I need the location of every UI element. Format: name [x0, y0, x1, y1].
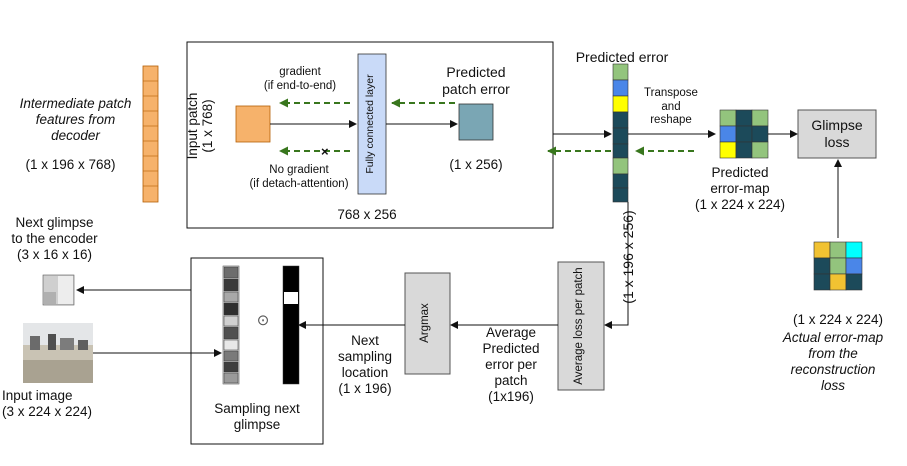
next-glimpse-line-2: to the encoder — [11, 230, 98, 246]
patch-error-line-1: Predicted — [446, 64, 506, 80]
next-location-line-1: Next — [351, 333, 379, 348]
input-patch-line-2: (1 x 768) — [200, 99, 215, 153]
elementwise-product-symbol: ⊙ — [256, 312, 270, 329]
patch-error-shape: (1 x 256) — [449, 157, 503, 172]
features-line-1: Intermediate patch — [19, 96, 132, 111]
actual-error-map-grid — [813, 241, 863, 291]
actual-map-line-4: loss — [820, 377, 845, 393]
next-glimpse-thumbnail — [42, 274, 75, 306]
input-image-label: Input image (3 x 224 x 224) — [2, 388, 117, 420]
next-location-label: Next sampling location (1 x 196) — [327, 333, 403, 397]
predicted-patch-error-square — [458, 103, 494, 141]
input-image-thumbnail — [23, 323, 93, 383]
weight-shape: 768 x 256 — [337, 207, 397, 222]
avg-pred-line-5: (1x196) — [488, 388, 534, 404]
next-glimpse-line-1: Next glimpse — [15, 215, 94, 230]
gradient-line-2: (if end-to-end) — [263, 79, 337, 92]
blocked-x-mark: × — [321, 144, 329, 159]
features-shape-label: (1 x 196 x 768) — [25, 157, 116, 172]
avg-pred-line-1: Average — [485, 325, 537, 340]
sampling-line-1: Sampling next — [214, 401, 300, 416]
no-gradient-line-2: (if detach-attention) — [249, 177, 349, 190]
input-image-line-1: Input image — [2, 388, 73, 403]
predicted-map-line-1: Predicted — [711, 165, 769, 180]
actual-map-line-1: Actual error-map — [782, 330, 884, 345]
avg-pred-line-3: error per — [485, 356, 537, 372]
predicted-map-line-2: error-map — [710, 180, 770, 196]
predicted-map-label: Predicted error-map (1 x 224 x 224) — [680, 165, 800, 213]
predicted-map-line-3: (1 x 224 x 224) — [694, 196, 786, 212]
glimpse-loss-line-1: Glimpse — [811, 117, 863, 133]
patch-error-line-2: patch error — [442, 80, 510, 97]
image-patch-strip — [222, 265, 240, 385]
actual-map-desc: Actual error-map from the reconstruction… — [768, 330, 898, 394]
next-glimpse-line-3: (3 x 16 x 16) — [16, 246, 93, 262]
sampling-line-2: glimpse — [233, 416, 281, 432]
next-location-line-2: sampling — [337, 348, 393, 364]
gradient-line-1: gradient — [279, 66, 321, 78]
next-location-line-4: (1 x 196) — [338, 380, 392, 396]
sampling-box — [190, 257, 324, 445]
transpose-label: Transpose and reshape — [636, 87, 706, 128]
avg-loss-box — [557, 261, 605, 391]
predicted-error-shape: (1 x 196 x 256) — [620, 210, 636, 304]
avg-pred-line-2: Predicted — [482, 340, 540, 356]
input-patch-square — [235, 105, 271, 143]
avg-pred-label: Average Predicted error per patch (1x196… — [468, 325, 554, 405]
predicted-error-column — [612, 63, 629, 203]
avg-loss-label: Average loss per patch — [573, 267, 585, 385]
no-gradient-label: No gradient (if detach-attention) — [234, 164, 364, 191]
predicted-error-title: Predicted error — [575, 49, 669, 65]
glimpse-loss-box — [797, 109, 877, 159]
features-line-2: features from — [35, 111, 116, 127]
features-line-3: decoder — [51, 127, 100, 143]
actual-map-shape: (1 x 224 x 224) — [792, 312, 884, 327]
predicted-patch-error-label: Predicted patch error — [421, 64, 531, 97]
transpose-line-1: Transpose — [644, 87, 698, 99]
actual-map-line-3: reconstruction — [790, 361, 876, 377]
actual-map-line-2: from the — [808, 345, 858, 361]
arrow-column-to-avg — [604, 202, 629, 329]
no-gradient-line-1: No gradient — [269, 164, 329, 176]
gradient-label: gradient (if end-to-end) — [245, 66, 355, 93]
transpose-line-2: and — [661, 100, 681, 113]
mask-strip — [282, 265, 300, 385]
intermediate-features-label: Intermediate patch features from decoder — [8, 96, 143, 144]
predicted-error-map-grid — [719, 109, 769, 159]
sampling-title: Sampling next glimpse — [197, 401, 317, 433]
input-image-line-2: (3 x 224 x 224) — [2, 403, 93, 419]
next-location-line-3: location — [341, 364, 389, 380]
transpose-line-3: reshape — [650, 114, 692, 127]
argmax-label: Argmax — [419, 303, 431, 343]
glimpse-loss-label: Glimpse loss — [798, 117, 876, 150]
glimpse-loss-line-2: loss — [824, 133, 850, 150]
main-module-box — [186, 41, 554, 229]
input-patch-label: Input patch (1 x 768) — [185, 81, 221, 171]
input-patch-line-1: Input patch — [185, 92, 200, 160]
argmax-box — [404, 272, 451, 375]
avg-pred-line-4: patch — [494, 372, 528, 388]
intermediate-features-column — [142, 65, 159, 203]
fc-layer-label: Fully connected layer — [364, 74, 376, 174]
next-glimpse-label: Next glimpse to the encoder (3 x 16 x 16… — [2, 215, 107, 263]
